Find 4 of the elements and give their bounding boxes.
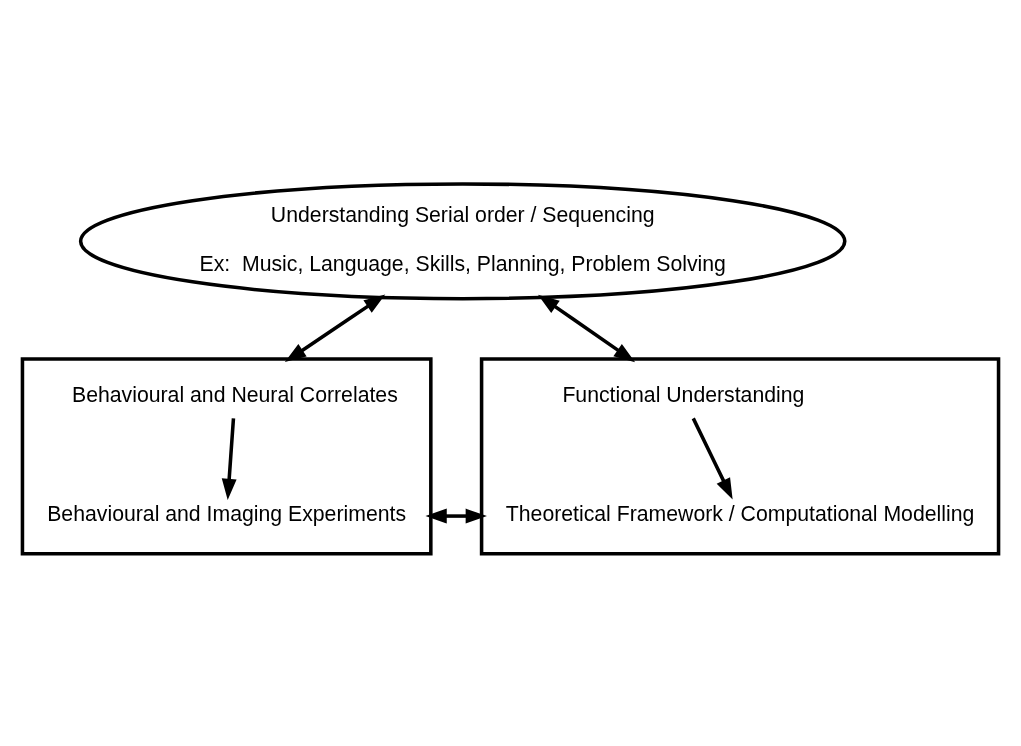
node-text: Behavioural and Neural Correlates [72,382,398,407]
node-text: Functional Understanding [562,382,805,407]
node-text: Behavioural and Imaging Experiments [47,501,407,526]
node-text: Theoretical Framework / Computational Modelling [505,501,975,526]
